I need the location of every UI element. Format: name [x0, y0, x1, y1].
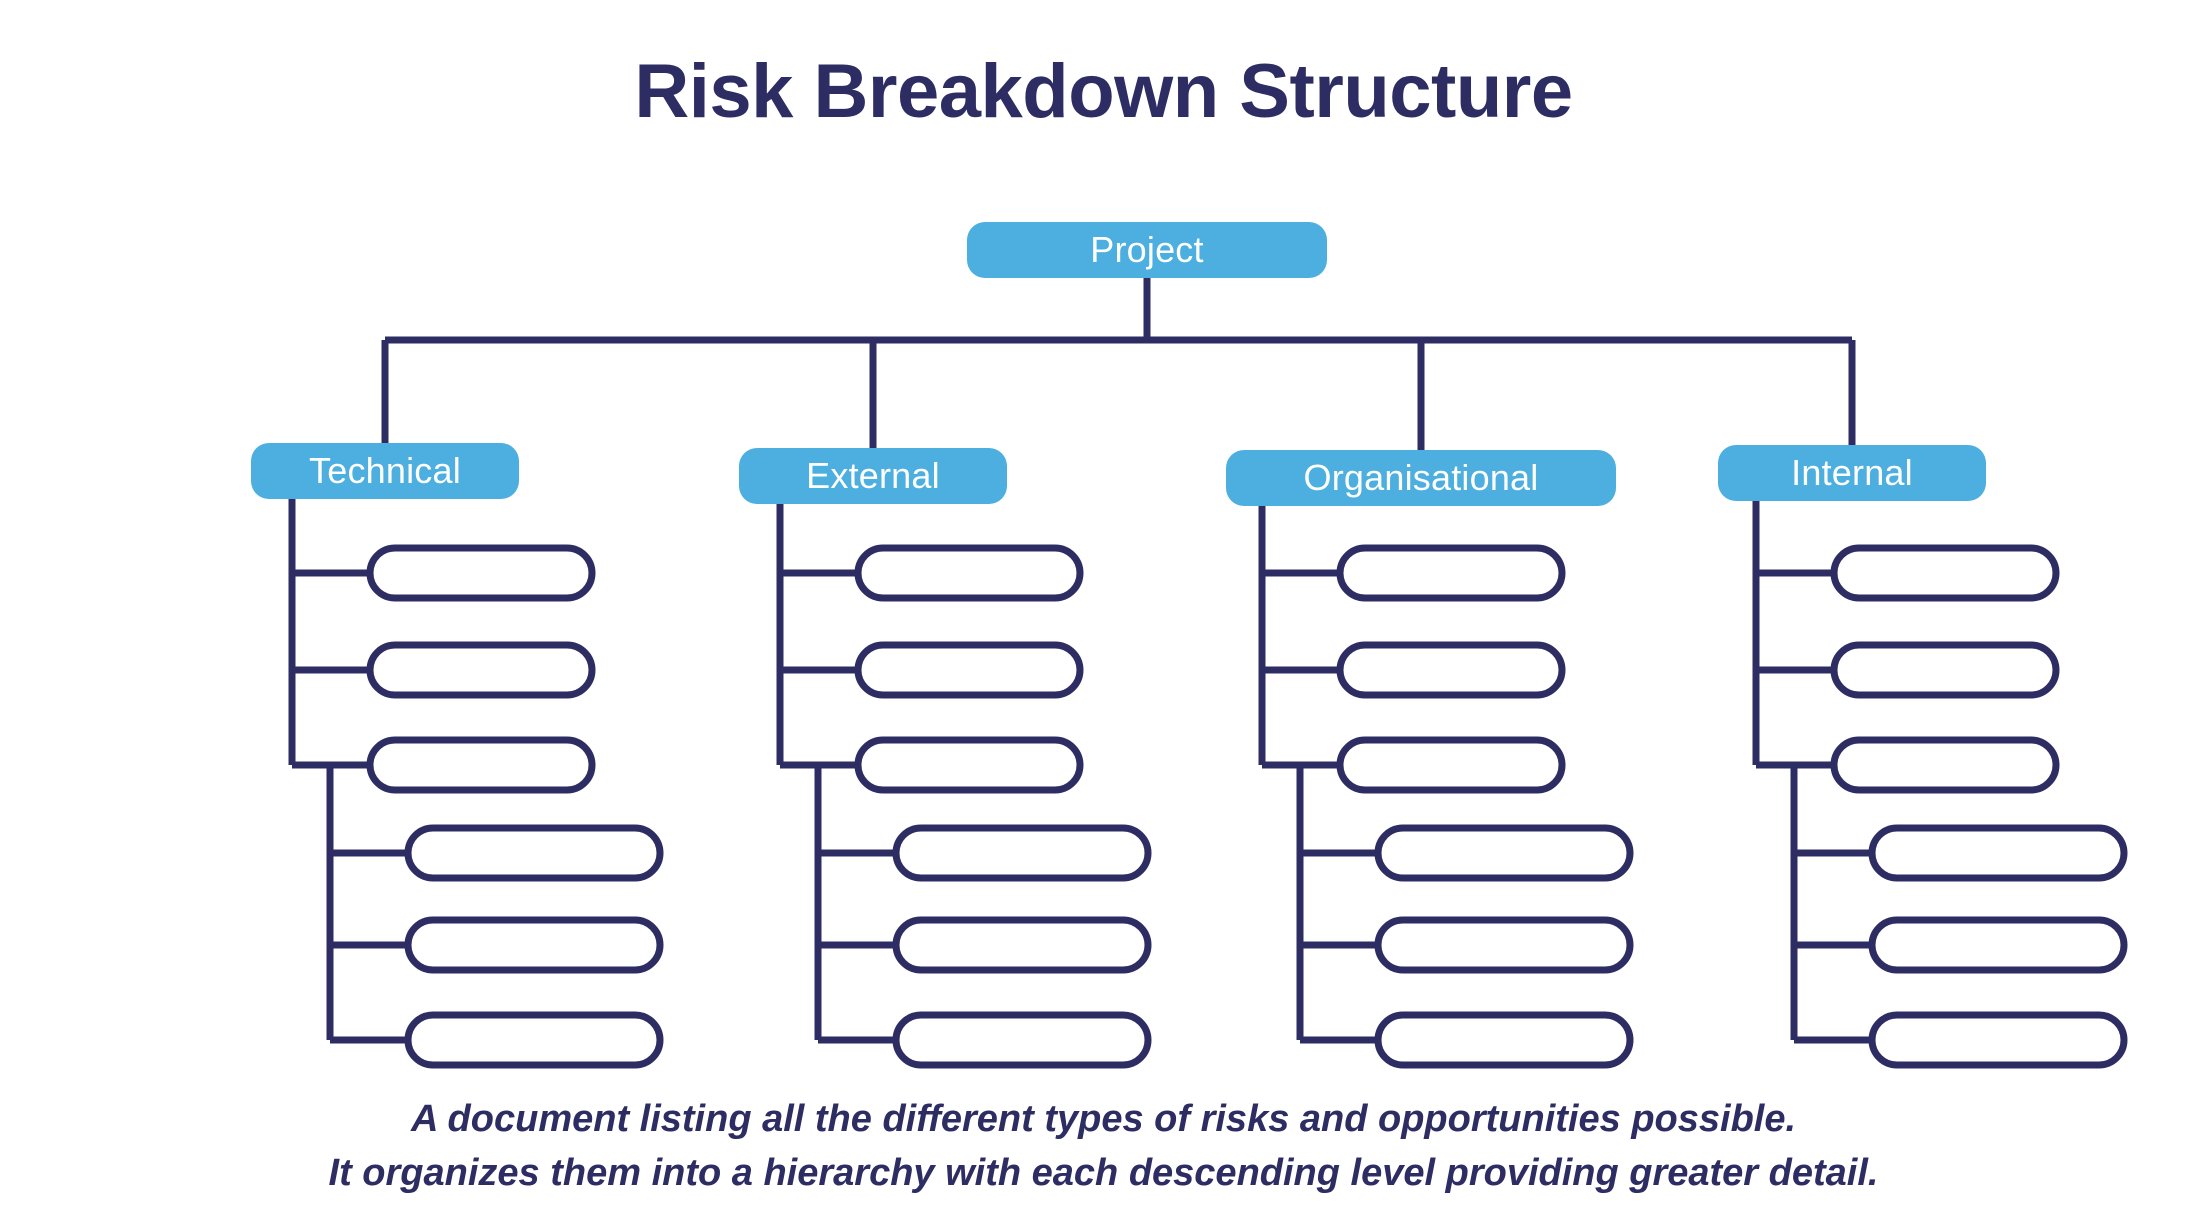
node-chip-category-2[interactable]: Organisational	[1226, 450, 1616, 506]
caption-line-1: A document listing all the different typ…	[410, 1098, 1797, 1140]
caption: A document listing all the different typ…	[0, 1092, 2207, 1200]
page-title: Risk Breakdown Structure	[634, 49, 1573, 134]
leaf-pill-l1-0-1[interactable]	[366, 641, 596, 699]
leaf-pill-l2-2-0[interactable]	[1374, 824, 1634, 882]
node-chip-root[interactable]: Project	[967, 222, 1327, 278]
node-chip-category-1[interactable]: External	[739, 448, 1007, 504]
leaf-pill-l2-3-2[interactable]	[1868, 1011, 2128, 1069]
caption-line-2: It organizes them into a hierarchy with …	[328, 1152, 1879, 1194]
leaf-pill-l1-1-1[interactable]	[854, 641, 1084, 699]
node-chip-root-label: Project	[1090, 229, 1204, 270]
leaf-pill-l2-3-1[interactable]	[1868, 916, 2128, 974]
leaf-pill-l1-3-0[interactable]	[1830, 544, 2060, 602]
leaf-pill-l2-2-2[interactable]	[1374, 1011, 1634, 1069]
leaf-pill-l1-3-1[interactable]	[1830, 641, 2060, 699]
node-chip-category-2-label: Organisational	[1303, 457, 1539, 498]
leaf-pill-l2-0-0[interactable]	[404, 824, 664, 882]
leaf-pill-l1-0-0[interactable]	[366, 544, 596, 602]
leaf-pill-l2-0-2[interactable]	[404, 1011, 664, 1069]
leaf-pill-l2-3-0[interactable]	[1868, 824, 2128, 882]
leaf-pill-l1-1-2[interactable]	[854, 736, 1084, 794]
leaf-pill-l2-1-1[interactable]	[892, 916, 1152, 974]
leaf-pill-l2-2-1[interactable]	[1374, 916, 1634, 974]
leaf-pill-l2-1-2[interactable]	[892, 1011, 1152, 1069]
leaf-pill-l2-0-1[interactable]	[404, 916, 664, 974]
leaf-pill-l1-1-0[interactable]	[854, 544, 1084, 602]
leaf-pill-l1-2-1[interactable]	[1336, 641, 1566, 699]
node-chip-category-1-label: External	[806, 455, 940, 496]
node-chip-category-0-label: Technical	[309, 450, 461, 491]
leaf-pill-l2-1-0[interactable]	[892, 824, 1152, 882]
node-chip-category-3-label: Internal	[1791, 452, 1913, 493]
leaf-pill-l1-3-2[interactable]	[1830, 736, 2060, 794]
leaf-pill-l1-2-0[interactable]	[1336, 544, 1566, 602]
node-chip-category-0[interactable]: Technical	[251, 443, 519, 499]
leaf-pill-l1-2-2[interactable]	[1336, 736, 1566, 794]
leaf-pill-l1-0-2[interactable]	[366, 736, 596, 794]
node-chip-category-3[interactable]: Internal	[1718, 445, 1986, 501]
